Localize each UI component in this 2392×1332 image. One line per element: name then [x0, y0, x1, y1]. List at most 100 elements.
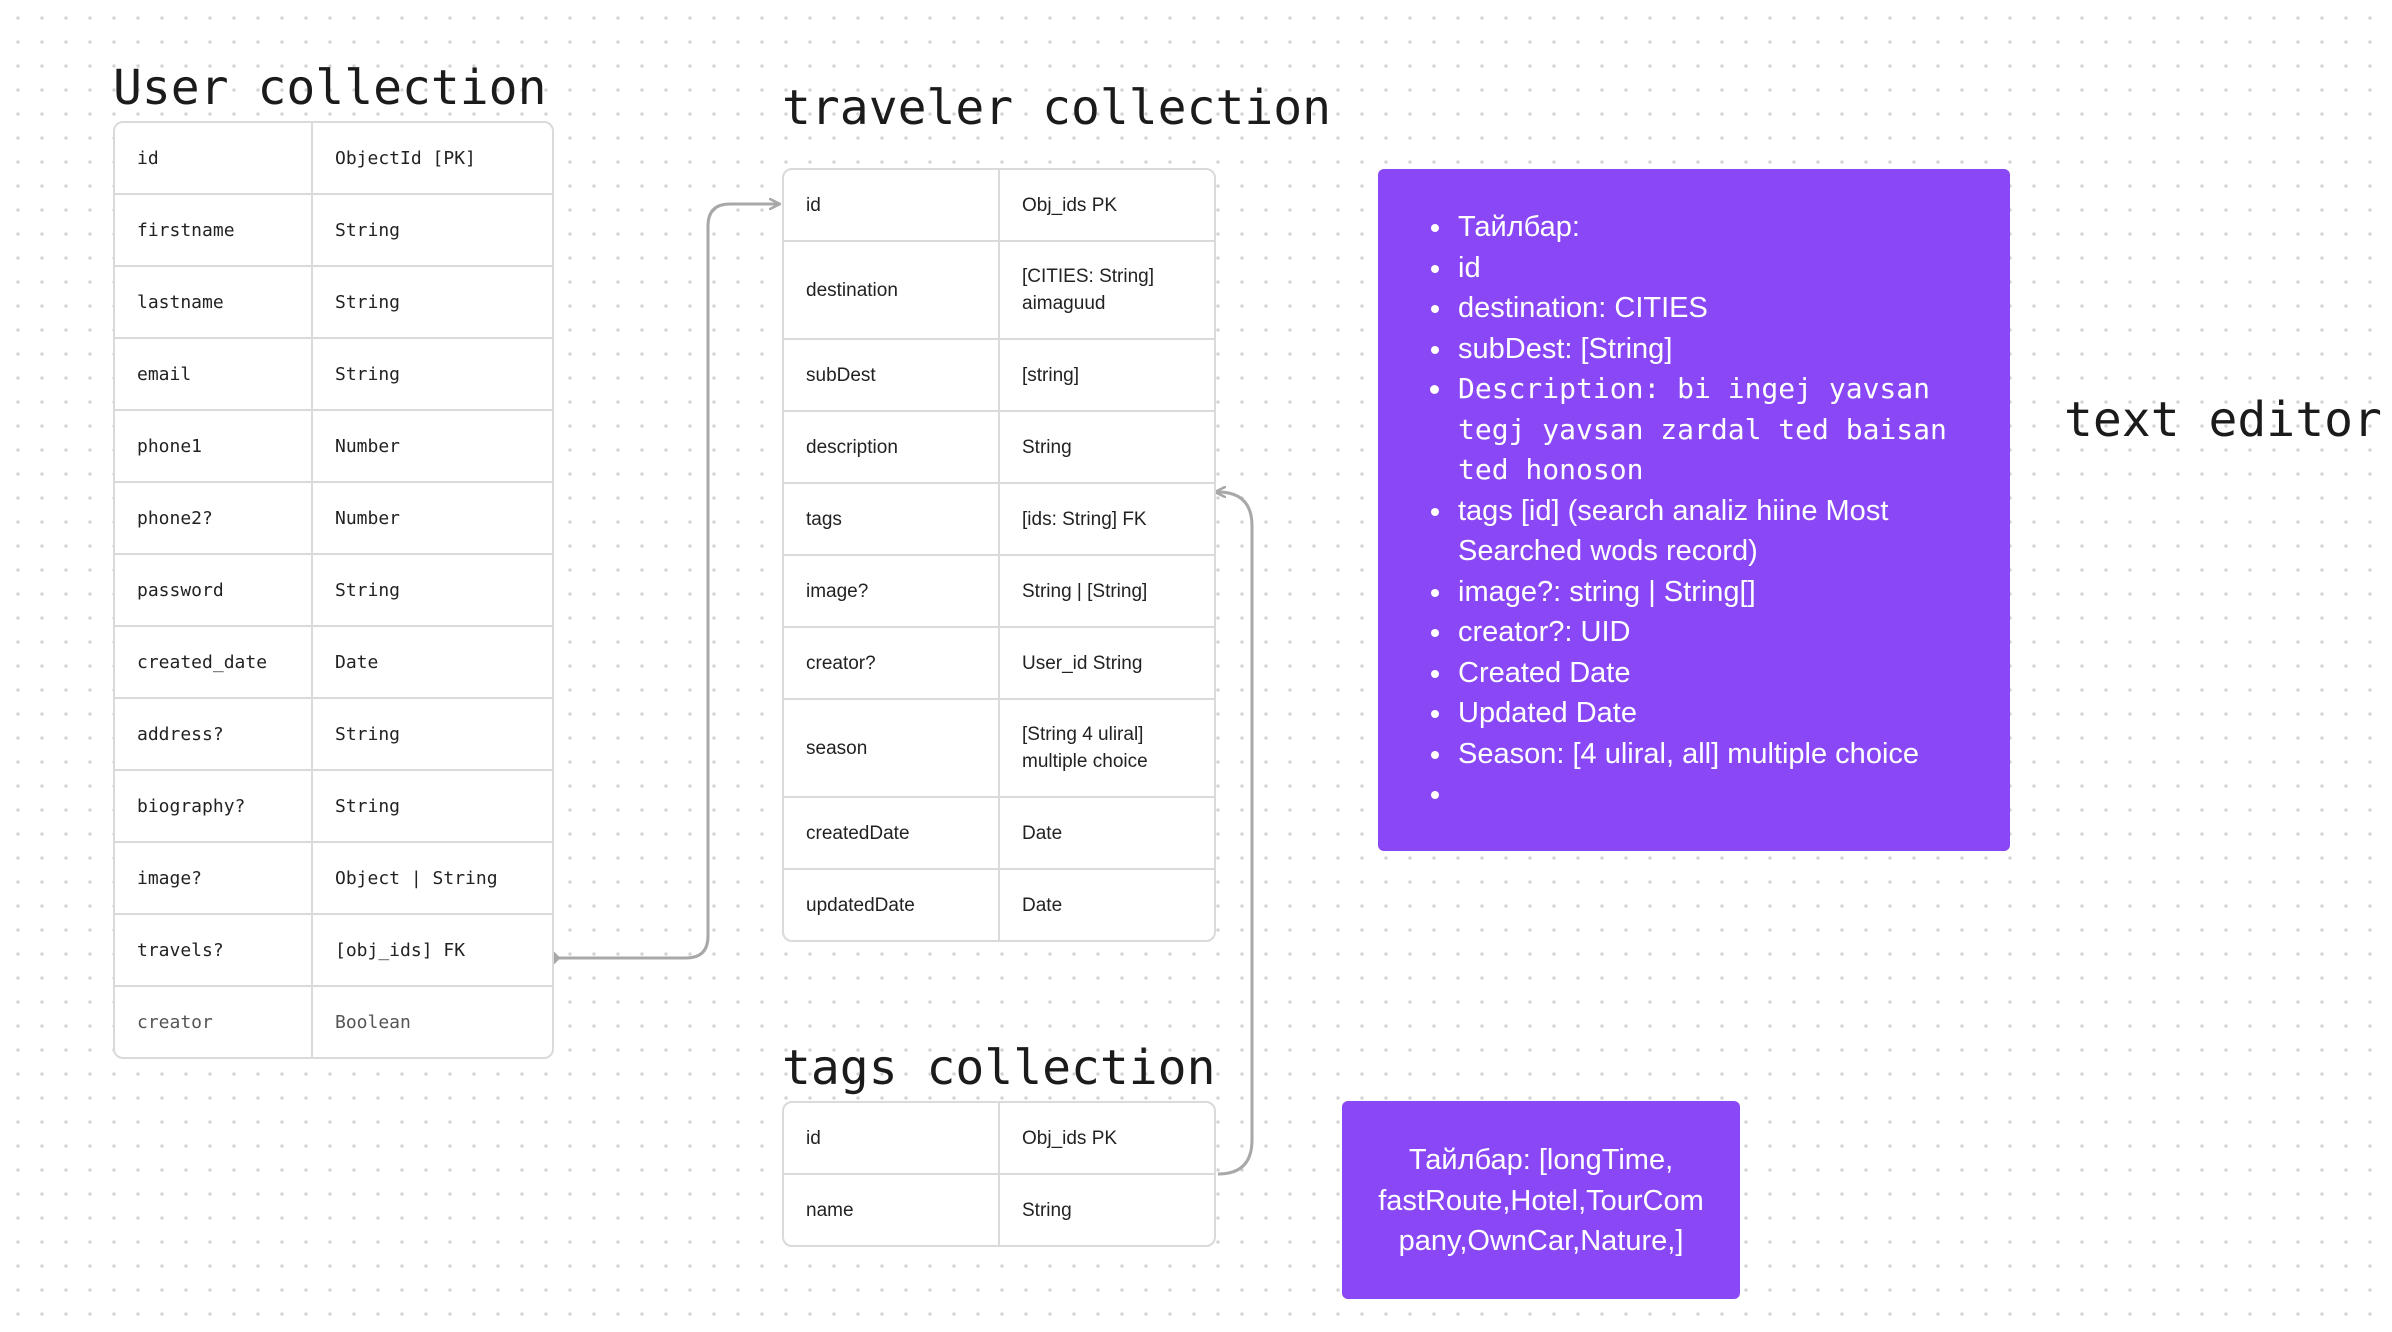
table-row: travels?[obj_ids] FK [115, 915, 552, 987]
field-type-cell: Number [313, 483, 552, 555]
note-item-title: Тайлбар: [1454, 207, 2010, 248]
field-name-cell: image? [784, 556, 1000, 628]
field-name-cell: travels? [115, 915, 313, 987]
field-type-cell: [CITIES: String] aimaguud [1000, 242, 1214, 340]
table-row: destination [CITIES: String] aimaguud [784, 242, 1214, 340]
field-type-cell: [string] [1000, 340, 1214, 412]
field-name-cell: creator? [784, 628, 1000, 700]
field-name-cell: biography? [115, 771, 313, 843]
field-name-cell: name [784, 1175, 1000, 1245]
field-type-cell: Date [1022, 894, 1063, 916]
note-item-season: Season: [4 uliral, all] multiple choice [1454, 734, 2010, 775]
table-row: address?String [115, 699, 552, 771]
field-name-cell: createdDate [784, 798, 1000, 870]
field-type-line-2: aimaguud [1022, 293, 1106, 314]
connector-tags-id-to-traveler-tags [1215, 492, 1254, 1176]
table-row: creator Boolean [115, 987, 552, 1057]
tags-note-line-1: Тайлбар: [longTime, [1408, 1144, 1674, 1176]
note-item-creator: creator?: UID [1454, 612, 2010, 653]
field-type-line-2: multiple choice [1022, 751, 1148, 772]
table-row: subDest[string] [784, 340, 1214, 412]
field-name-cell: id [115, 123, 313, 195]
field-type-cell: Obj_ids PK [1000, 170, 1214, 242]
field-type-cell: [ids: String] FK [1000, 484, 1214, 556]
field-type-cell: Obj_ids PK [1000, 1103, 1214, 1175]
field-name-cell: subDest [784, 340, 1000, 412]
field-type-cell: [String 4 uliral] multiple choice [1000, 700, 1214, 798]
tags-note-line-3: pany,OwnCar,Nature,] [1398, 1225, 1684, 1257]
field-type-cell: Date [313, 627, 552, 699]
field-type-cell: Number [313, 411, 552, 483]
table-row: updatedDate Date [784, 870, 1214, 940]
note-item-destination: destination: CITIES [1454, 288, 2010, 329]
field-type-cell: String [313, 195, 552, 267]
note-item-id: id [1454, 248, 2010, 289]
field-name-cell: lastname [115, 267, 313, 339]
note-item-subdest: subDest: [String] [1454, 329, 2010, 370]
field-type-cell: Boolean [335, 1011, 411, 1033]
field-type-cell: String [313, 699, 552, 771]
field-type-cell: String [313, 771, 552, 843]
field-type-cell: String [313, 555, 552, 627]
field-name-cell: id [784, 1103, 1000, 1175]
field-type-cell: String [313, 267, 552, 339]
field-name-cell: tags [784, 484, 1000, 556]
traveler-collection-title: traveler collection [782, 80, 1332, 136]
table-row: image?Object | String [115, 843, 552, 915]
note-item-image: image?: string | String[] [1454, 572, 2010, 613]
note-item-created-date: Created Date [1454, 653, 2010, 694]
field-name-cell: email [115, 339, 313, 411]
field-name-cell: image? [115, 843, 313, 915]
field-type-line-1: [String 4 uliral] [1022, 724, 1144, 745]
table-row: biography?String [115, 771, 552, 843]
table-row: season [String 4 uliral] multiple choice [784, 700, 1214, 798]
description-note: Тайлбар: id destination: CITIES subDest:… [1378, 169, 2010, 851]
table-row: image?String | [String] [784, 556, 1214, 628]
field-type-cell: String | [String] [1000, 556, 1214, 628]
note-item-tags: tags [id] (search analiz hiine Most Sear… [1454, 491, 2010, 572]
connector-travels-to-traveler-id [552, 204, 780, 960]
field-name-cell: firstname [115, 195, 313, 267]
note-item-updated-date: Updated Date [1454, 693, 2010, 734]
field-name-cell: id [784, 170, 1000, 242]
field-name-cell: updatedDate [784, 870, 1000, 940]
user-collection-title: User collection [113, 60, 547, 116]
field-name-cell: address? [115, 699, 313, 771]
field-type-cell: [obj_ids] FK [313, 915, 552, 987]
field-type-cell: User_id String [1000, 628, 1214, 700]
tags-collection-title: tags collection [782, 1040, 1216, 1096]
text-editor-label: text editor [2064, 392, 2382, 448]
field-name-cell: description [784, 412, 1000, 484]
table-row: creator?User_id String [784, 628, 1214, 700]
field-type-line-1: [CITIES: String] [1022, 266, 1154, 287]
field-name-cell: creator [115, 987, 313, 1057]
field-type-cell: Date [1000, 798, 1214, 870]
field-type-cell: String [1000, 412, 1214, 484]
field-type-cell: ObjectId [PK] [313, 123, 552, 195]
field-name-cell: season [784, 700, 1000, 798]
table-row: name String [784, 1175, 1214, 1245]
field-name-cell: password [115, 555, 313, 627]
note-item-empty [1454, 774, 2010, 815]
note-item-description: Description: bi ingej yavsan tegj yavsan… [1454, 369, 2010, 491]
field-name-cell: created_date [115, 627, 313, 699]
field-type-cell: Object | String [313, 843, 552, 915]
field-type-cell: String [313, 339, 552, 411]
tags-note-line-2: fastRoute,Hotel,TourCom [1378, 1184, 1704, 1217]
field-name-cell: destination [784, 242, 1000, 340]
field-type-cell: String [1022, 1199, 1072, 1221]
tags-note: Тайлбар: [longTime, fastRoute,Hotel,Tour… [1342, 1101, 1740, 1299]
